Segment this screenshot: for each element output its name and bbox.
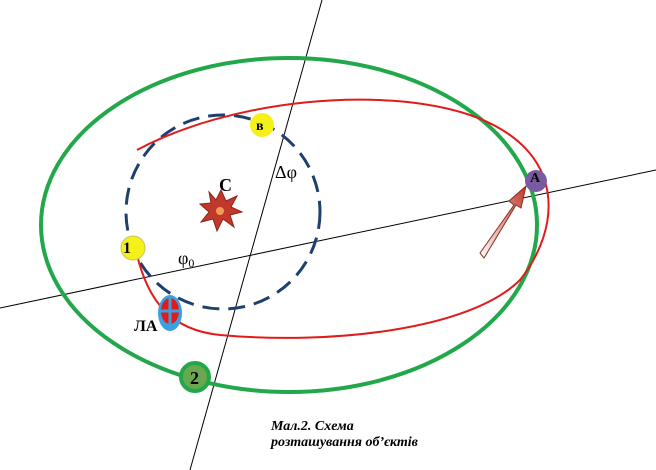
- point-2-label: 2: [190, 368, 199, 388]
- caption-line-2: розташування об’єктів: [270, 435, 419, 450]
- point-a-label: A: [530, 171, 541, 186]
- delta-phi-label: Δφ: [275, 162, 297, 182]
- caption-line-1: Мал.2. Схема: [270, 419, 354, 434]
- point-c-label: С: [219, 175, 232, 195]
- point-a-marker: [525, 170, 547, 192]
- vehicle-icon: [158, 295, 182, 331]
- point-b-label: в: [256, 119, 264, 134]
- phi0-symbol: φ: [178, 248, 188, 268]
- inner-orbit: [124, 113, 322, 311]
- vehicle-label: ЛА: [134, 318, 158, 335]
- center-burst-core: [216, 207, 224, 215]
- point-b-marker: [250, 113, 274, 137]
- phi0-label: φ0: [178, 248, 194, 270]
- outer-orbit: [39, 56, 539, 394]
- point-1-label: 1: [123, 240, 131, 257]
- phi0-subscript: 0: [188, 256, 194, 270]
- direction-arrow: [479, 184, 527, 259]
- line-c-to-a: [0, 169, 656, 309]
- point-1-marker: [120, 235, 146, 261]
- transfer-orbit: [136, 98, 550, 339]
- point-2-marker: [179, 361, 211, 393]
- line-b-to-2: [189, 0, 323, 470]
